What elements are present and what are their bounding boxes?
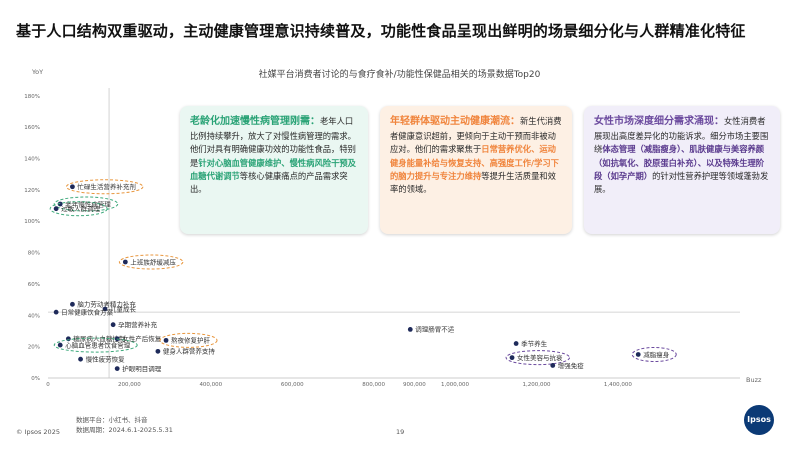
data-point — [407, 327, 413, 332]
highlight-ellipse — [49, 201, 108, 217]
x-tick-label: 200,000 — [118, 382, 141, 388]
copyright-text: © Ipsos 2025 — [16, 428, 60, 436]
point-label: 季节养生 — [521, 339, 548, 348]
source-platform: 数据平台：小红书、抖音 — [76, 416, 148, 424]
x-tick-label: 1,000,000 — [441, 382, 469, 388]
point-label: 健身人群营养支持 — [163, 347, 216, 356]
source-period: 数据周期：2024.6.1-2025.5.31 — [76, 425, 173, 434]
data-point — [513, 341, 519, 346]
x-tick-label: 400,000 — [199, 382, 222, 388]
point-label: 脑力劳动者精力补充 — [77, 300, 136, 309]
point-label: 女性产后恢复 — [122, 334, 162, 343]
y-tick-label: 100% — [24, 219, 40, 225]
point-label: 女性美容与抗衰 — [517, 353, 563, 362]
callout-women-text1: 女性消费者展现出高度差异化的功能诉求。细分市场主要围绕 — [594, 116, 769, 155]
chart-title: 社媒平台消费者讨论的与食疗食补/功能性保健品相关的场景数据Top20 — [258, 70, 541, 80]
callout-young-text2: 等提升生活质量和效率的领域。 — [390, 170, 556, 195]
data-point — [78, 356, 83, 362]
callout-women-heading: 女性市场深度细分需求涌现： — [594, 116, 724, 127]
data-point — [122, 259, 128, 265]
highlight-ellipse — [505, 350, 571, 366]
callout-aging-text1: 老年人口比例持续攀升，放大了对慢性病管理的需求。他们对具有明确健康功效的功能性食… — [190, 116, 356, 168]
point-label: 增强免疫 — [558, 361, 585, 370]
point-label: 心脑血管患者饮食管理 — [65, 340, 131, 349]
data-point — [70, 184, 75, 190]
page-title: 基于人口结构双重驱动，主动健康管理意识持续普及，功能性食品呈现出鲜明的场景细分化… — [16, 22, 746, 40]
y-tick-label: 180% — [24, 94, 40, 100]
data-point — [53, 309, 59, 315]
point-label: 老年慢性病管理 — [65, 199, 111, 208]
y-tick-label: 80% — [28, 251, 40, 257]
x-tick-label: 1,400,000 — [604, 382, 632, 388]
data-point — [114, 366, 120, 371]
highlight-ellipse — [631, 346, 677, 362]
callout-women-text2: 的针对性营养护理等领域蓬勃发展。 — [594, 170, 769, 195]
y-tick-label: 40% — [28, 313, 40, 319]
point-label: 上班族舒缓减压 — [130, 257, 176, 266]
callout-women: 女性市场深度细分需求涌现：女性消费者展现出高度差异化的功能诉求。细分市场主要围绕… — [584, 106, 780, 234]
x-tick-label: 0 — [46, 382, 50, 388]
highlight-ellipse — [53, 337, 138, 353]
y-tick-label: 120% — [24, 188, 40, 194]
point-label: 慢性疲劳恢复 — [86, 354, 126, 363]
data-point — [110, 322, 116, 328]
data-point — [509, 355, 515, 361]
data-point — [53, 206, 59, 212]
y-tick-label: 20% — [28, 345, 40, 351]
source-note: 数据平台：小红书、抖音 数据周期：2024.6.1-2025.5.31 — [76, 416, 173, 436]
x-axis-title: Buzz — [746, 376, 762, 384]
page-number: 19 — [396, 428, 405, 436]
data-point — [70, 301, 75, 307]
point-label: 护眼明目调理 — [122, 364, 162, 373]
callout-aging-heading: 老龄化加速慢性病管理刚需： — [190, 116, 320, 127]
ipsos-logo: Ipsos — [744, 405, 774, 435]
data-point — [155, 348, 161, 354]
point-label: 调理肠胃不适 — [415, 325, 455, 334]
highlight-ellipse — [53, 196, 119, 212]
data-point — [550, 363, 556, 368]
point-label: 孕期营养补充 — [118, 320, 158, 329]
callout-young: 年轻群体驱动主动健康潮流：新生代消费者健康意识超前，更倾向于主动干预而非被动应对… — [380, 106, 572, 234]
y-tick-label: 0% — [31, 376, 40, 382]
highlight-ellipse — [65, 179, 144, 195]
x-tick-label: 900,000 — [403, 382, 426, 388]
point-label: 日常健康饮食方案 — [61, 307, 113, 316]
callout-young-heading: 年轻群体驱动主动健康潮流： — [390, 116, 520, 127]
x-tick-label: 600,000 — [281, 382, 304, 388]
data-point — [57, 201, 63, 207]
y-tick-label: 160% — [24, 125, 40, 131]
callout-aging-text2: 等核心健康痛点的产品需求突出。 — [190, 170, 348, 195]
data-point — [163, 337, 169, 343]
point-label: 熬夜修复护肝 — [171, 336, 211, 345]
data-point — [102, 306, 108, 312]
point-label: 糖尿病人血糖控制 — [73, 334, 126, 343]
x-tick-label: 1,200,000 — [522, 382, 550, 388]
callout-young-text1: 新生代消费者健康意识超前，更倾向于主动干预而非被动应对。他们的需求聚焦于 — [390, 116, 562, 155]
y-axis-title: YoY — [31, 68, 43, 76]
x-tick-label: 800,000 — [362, 382, 385, 388]
point-label: 忙碌生活营养补充剂 — [77, 182, 135, 191]
highlight-ellipse — [118, 254, 184, 270]
point-label: 儿童成长 — [110, 304, 137, 313]
callout-aging: 老龄化加速慢性病管理刚需：老年人口比例持续攀升，放大了对慢性病管理的需求。他们对… — [180, 106, 368, 234]
callout-women-highlight: 体态管理（减脂瘦身）、肌肤健康与美容养颜（如抗氧化、胶原蛋白补充）、以及特殊生理… — [594, 144, 765, 181]
point-label: 减脂瘦身 — [643, 350, 670, 359]
y-tick-label: 60% — [28, 282, 40, 288]
highlight-ellipse — [159, 332, 218, 348]
data-point — [635, 352, 641, 357]
y-tick-label: 140% — [24, 157, 40, 163]
data-point — [57, 342, 63, 348]
callout-aging-highlight: 针对心脑血管健康维护、慢性病风险干预及血糖代谢调节 — [190, 157, 356, 181]
callout-young-highlight: 日常营养优化、运动健身能量补给与恢复支持、高强度工作/学习下的脑力提升与专注力维… — [390, 144, 559, 181]
point-label: 过敏人群调理 — [61, 204, 100, 213]
